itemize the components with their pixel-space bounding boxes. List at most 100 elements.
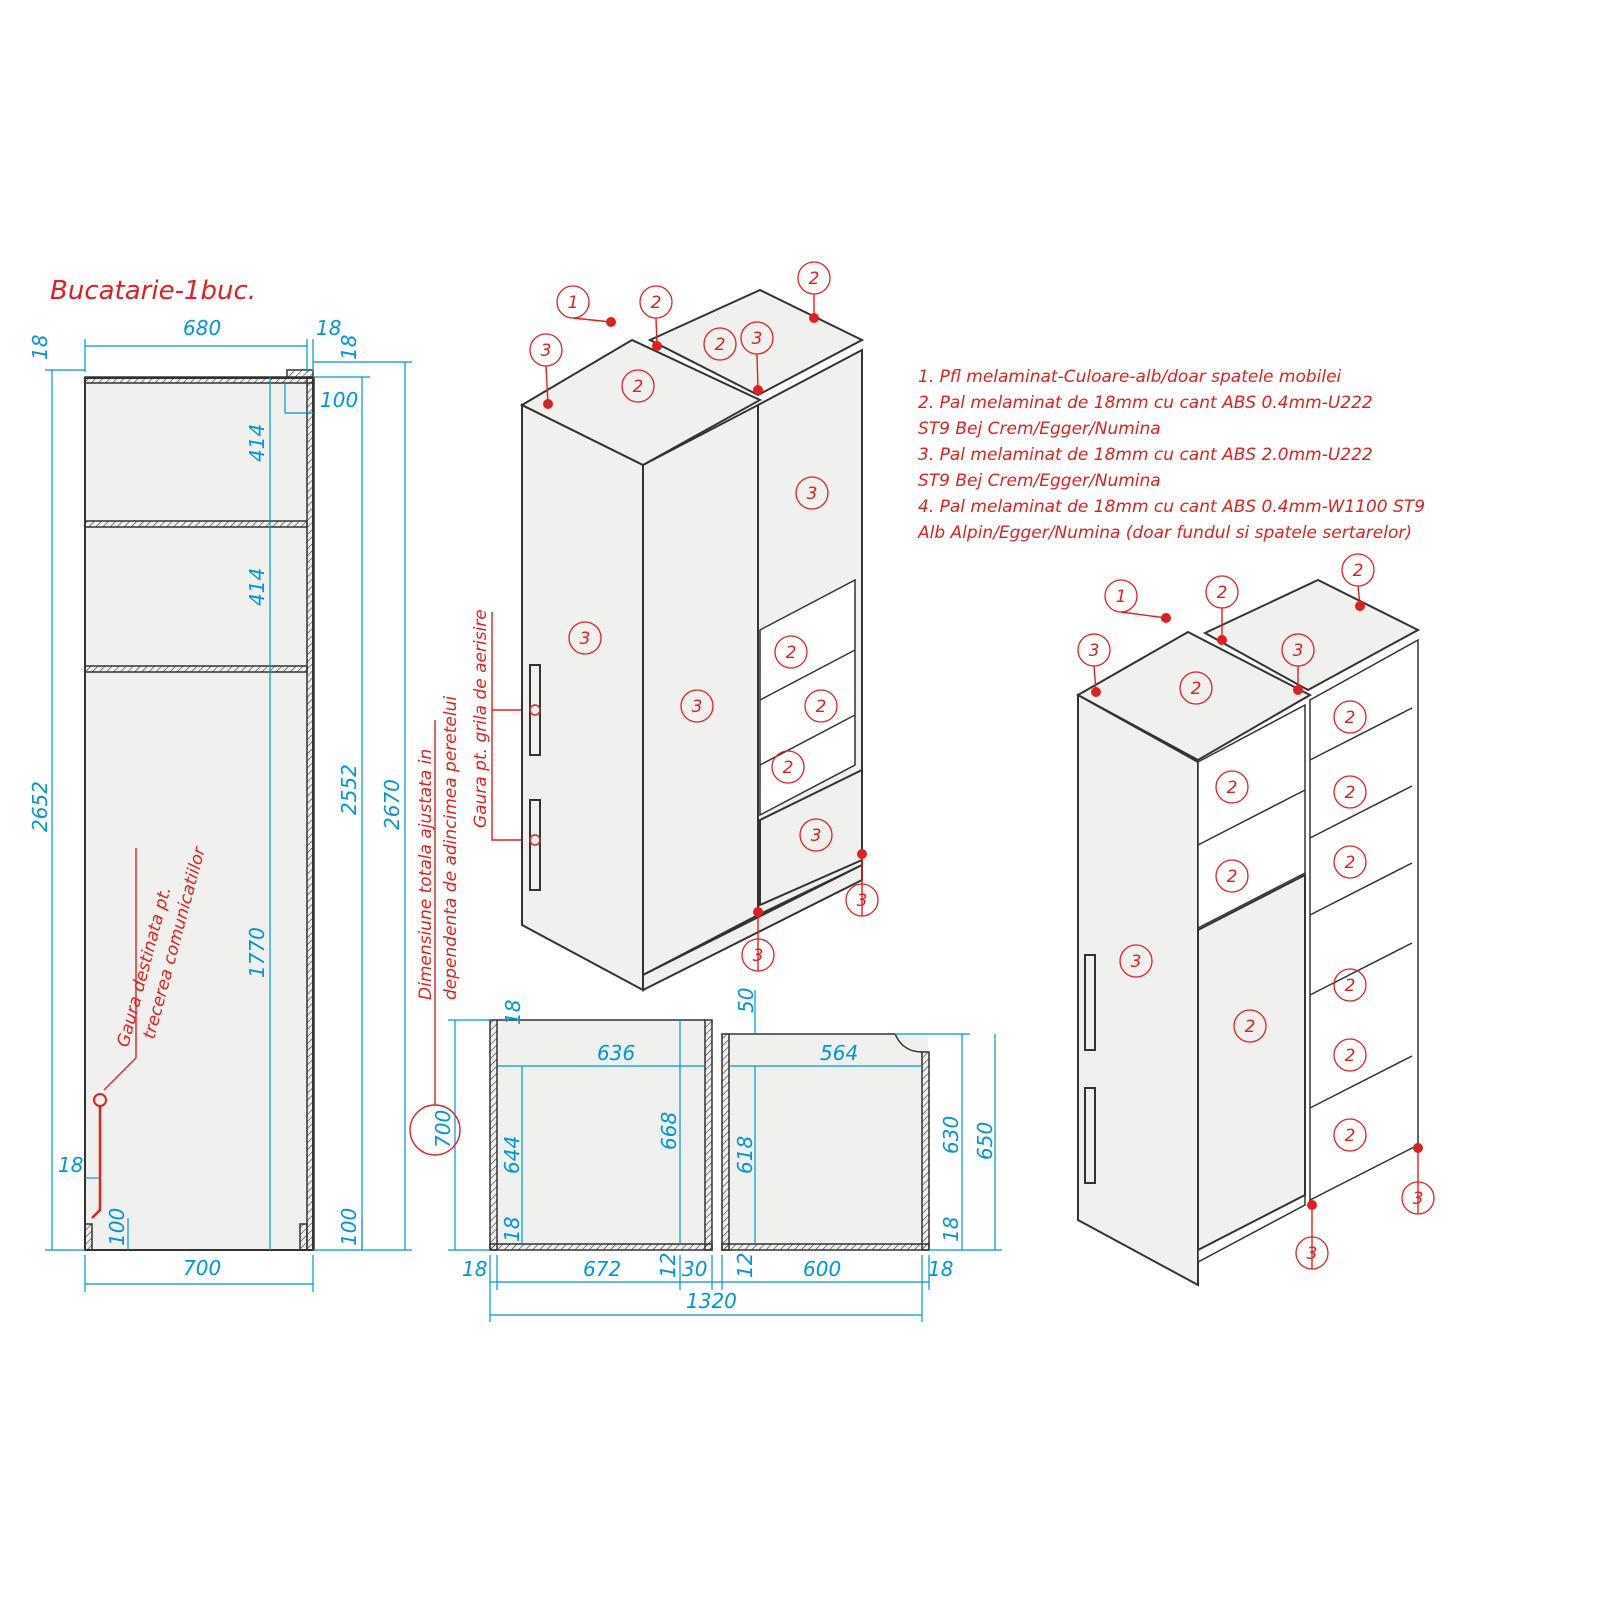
dim-600: 600 xyxy=(803,1257,841,1281)
open-vent-slot-top xyxy=(1084,954,1096,1051)
open-tag-label: 2 xyxy=(1345,783,1356,803)
open-tag-label: 2 xyxy=(1345,708,1356,728)
dim-668: 668 xyxy=(657,1112,681,1150)
closed-tag-leader xyxy=(545,365,549,405)
closed-tag-label: 3 xyxy=(580,629,591,649)
open-tag-label: 3 xyxy=(1089,641,1100,661)
legend-line-7: Alb Alpin/Egger/Numina (doar fundul si s… xyxy=(917,523,1412,543)
open-tag-circle xyxy=(1333,775,1367,809)
open-tag-label: 2 xyxy=(1227,867,1238,887)
legend-line-6: 4. Pal melaminat de 18mm cu cant ABS 0.4… xyxy=(918,497,1425,517)
drawing-title: Bucatarie-1buc. xyxy=(50,276,256,306)
back-panel xyxy=(306,376,315,1251)
dim-18-plan-bl: 18 xyxy=(500,1217,524,1242)
note-vent: Gaura pt. grila de aerisire xyxy=(471,609,491,828)
closed-tag-circle xyxy=(568,621,602,655)
cable-path xyxy=(91,1106,102,1219)
legend-line-4: 3. Pal melaminat de 18mm cu cant ABS 2.0… xyxy=(918,445,1373,465)
open-tag-leader xyxy=(1357,585,1361,607)
legend-line-2: 2. Pal melaminat de 18mm cu cant ABS 0.4… xyxy=(918,393,1373,413)
open-tag-circle xyxy=(1333,1038,1367,1072)
note-leader xyxy=(103,848,137,1091)
plan-view: 636 564 18 50 644 668 618 630 650 18 18 … xyxy=(409,609,1002,1322)
dim-672: 672 xyxy=(583,1257,621,1281)
dim-1770: 1770 xyxy=(245,927,269,978)
dim-18-left: 18 xyxy=(28,335,52,360)
open-tag-circle xyxy=(1179,671,1213,705)
dim-100-bottom-left: 100 xyxy=(105,1208,129,1246)
dim-680: 680 xyxy=(183,316,221,340)
open-tag-leader xyxy=(1093,665,1097,693)
closed-tag-label: 2 xyxy=(809,269,820,289)
material-legend: 1. Pfl melaminat-Culoare-alb/doar spatel… xyxy=(917,367,1425,543)
legend-line-5: ST9 Bej Crem/Egger/Numina xyxy=(918,471,1161,491)
dim-414-a: 414 xyxy=(245,424,269,462)
open-tag-label: 2 xyxy=(1345,1126,1356,1146)
closed-tag-circle xyxy=(680,689,714,723)
open-tag-circle xyxy=(1119,944,1153,978)
closed-tag-label: 3 xyxy=(692,697,703,717)
closed-tag-label: 2 xyxy=(786,643,797,663)
open-tag-circle xyxy=(1333,700,1367,734)
note-depth-1: Dimensiune totala ajustata in xyxy=(416,749,436,1000)
dim-18-plan-br: 18 xyxy=(939,1217,963,1242)
open-tag-label: 1 xyxy=(1116,587,1127,607)
open-tag-label: 2 xyxy=(1245,1017,1256,1037)
closed-tag-label: 2 xyxy=(783,758,794,778)
open-left-side xyxy=(1077,693,1199,1287)
closed-tag-label: 3 xyxy=(807,484,818,504)
shelf-1 xyxy=(84,520,308,528)
open-tag-label: 2 xyxy=(1191,679,1202,699)
dim-18-top: 18 xyxy=(316,316,341,340)
open-left-top xyxy=(1075,630,1313,762)
front-plinth xyxy=(84,1223,93,1251)
legend-line-1: 1. Pfl melaminat-Culoare-alb/doar spatel… xyxy=(918,367,1342,387)
dim-18-b1: 18 xyxy=(462,1257,487,1281)
closed-tag-circle xyxy=(703,327,737,361)
dim-18-plan-top: 18 xyxy=(501,1000,525,1025)
dim-564: 564 xyxy=(820,1041,858,1065)
open-tag-circle xyxy=(1215,770,1249,804)
left-side-panel xyxy=(489,1019,498,1251)
dim-30: 30 xyxy=(682,1257,707,1281)
dim-100-bottom-right: 100 xyxy=(337,1208,361,1246)
open-tag-leader xyxy=(1120,611,1167,619)
top-panel xyxy=(84,376,314,384)
open-tag-label: 2 xyxy=(1345,976,1356,996)
middle-left-panel xyxy=(704,1019,713,1251)
closed-tag-circle xyxy=(795,476,829,510)
open-tag-label: 2 xyxy=(1345,1046,1356,1066)
closed-tag-leader xyxy=(655,317,658,347)
closed-tag-circle xyxy=(621,369,655,403)
closed-tag-label: 3 xyxy=(752,329,763,349)
open-tag-label: 2 xyxy=(1217,583,1228,603)
right-top xyxy=(647,288,865,397)
open-tag-label: 3 xyxy=(1131,952,1142,972)
left-back-panel xyxy=(489,1243,713,1251)
dim-630: 630 xyxy=(939,1116,963,1154)
dim-414-b: 414 xyxy=(245,568,269,606)
dim-2652: 2652 xyxy=(28,781,52,832)
dim-2552: 2552 xyxy=(337,764,361,815)
rear-plinth xyxy=(299,1223,308,1251)
vent-slot-top xyxy=(529,664,541,756)
legend-line-3: ST9 Bej Crem/Egger/Numina xyxy=(918,419,1161,439)
dim-650: 650 xyxy=(973,1122,997,1160)
closed-tag-label: 3 xyxy=(811,826,822,846)
iso-view-open xyxy=(1075,578,1421,1287)
closed-tag-label: 3 xyxy=(541,341,552,361)
open-tag-circle xyxy=(1333,845,1367,879)
dim-700: 700 xyxy=(183,1256,221,1280)
closed-tag-circle xyxy=(804,689,838,723)
closed-tag-circle xyxy=(774,635,808,669)
closed-tag-leader xyxy=(572,317,612,323)
open-tag-circle xyxy=(1333,968,1367,1002)
open-tag-circle xyxy=(1233,1009,1267,1043)
open-tag-circle xyxy=(1215,859,1249,893)
closed-tag-label: 1 xyxy=(568,293,579,313)
note-depth-2: dependenta de adincimea peretelui xyxy=(441,696,461,1000)
closed-tag-label: 2 xyxy=(633,377,644,397)
dim-2670: 2670 xyxy=(380,779,404,830)
